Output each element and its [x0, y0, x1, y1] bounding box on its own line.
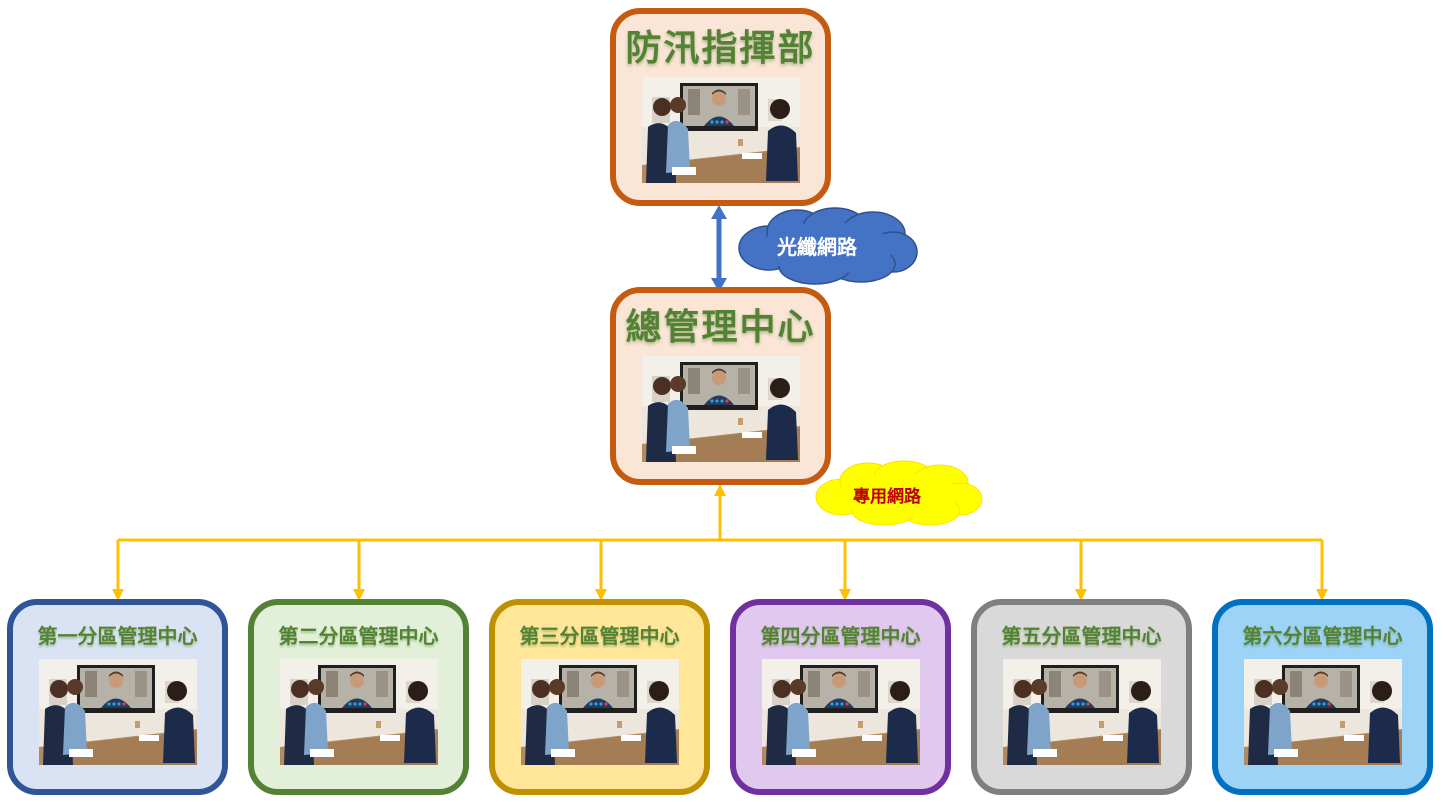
cloud-shape [815, 460, 983, 526]
meeting-scene-illustration [1002, 659, 1161, 765]
private-link-tree [116, 494, 1324, 592]
video-conference-image [641, 356, 800, 462]
video-conference-image [641, 77, 800, 183]
meeting-scene-illustration [1243, 659, 1402, 765]
node-title: 第二分區管理中心 [278, 624, 439, 648]
branch-node-3: 第三分區管理中心 [489, 599, 710, 795]
node-title: 第一分區管理中心 [37, 624, 198, 648]
node-title: 第六分區管理中心 [1242, 624, 1403, 648]
video-conference-image [279, 659, 438, 765]
fiber-network-cloud: 光纖網路 [733, 204, 921, 286]
branch-node-5: 第五分區管理中心 [971, 599, 1192, 795]
meeting-scene-illustration [641, 77, 800, 183]
video-conference-image [1243, 659, 1402, 765]
node-title: 第三分區管理中心 [519, 624, 680, 648]
private-network-cloud: 專用網路 [812, 459, 984, 527]
branch-node-4: 第四分區管理中心 [730, 599, 951, 795]
branch-node-2: 第二分區管理中心 [248, 599, 469, 795]
video-conference-image [761, 659, 920, 765]
fiber-link-arrow [711, 205, 727, 292]
node-title: 總管理中心 [625, 307, 816, 348]
main-center-node: 總管理中心 [610, 287, 831, 485]
branch-node-1: 第一分區管理中心 [7, 599, 228, 795]
meeting-scene-illustration [520, 659, 679, 765]
fiber-network-label: 光纖網路 [777, 235, 857, 259]
video-conference-image [520, 659, 679, 765]
meeting-scene-illustration [38, 659, 197, 765]
private-network-label: 專用網路 [853, 487, 921, 507]
branch-node-6: 第六分區管理中心 [1212, 599, 1433, 795]
node-title: 防汛指揮部 [625, 28, 816, 69]
node-title: 第四分區管理中心 [760, 624, 921, 648]
video-conference-image [1002, 659, 1161, 765]
meeting-scene-illustration [641, 356, 800, 462]
video-conference-image [38, 659, 197, 765]
node-title: 第五分區管理中心 [1001, 624, 1162, 648]
command-center-node: 防汛指揮部 [610, 8, 831, 206]
private-link-arrowheads [112, 484, 1328, 601]
cloud-shape [738, 207, 918, 285]
meeting-scene-illustration [761, 659, 920, 765]
meeting-scene-illustration [279, 659, 438, 765]
